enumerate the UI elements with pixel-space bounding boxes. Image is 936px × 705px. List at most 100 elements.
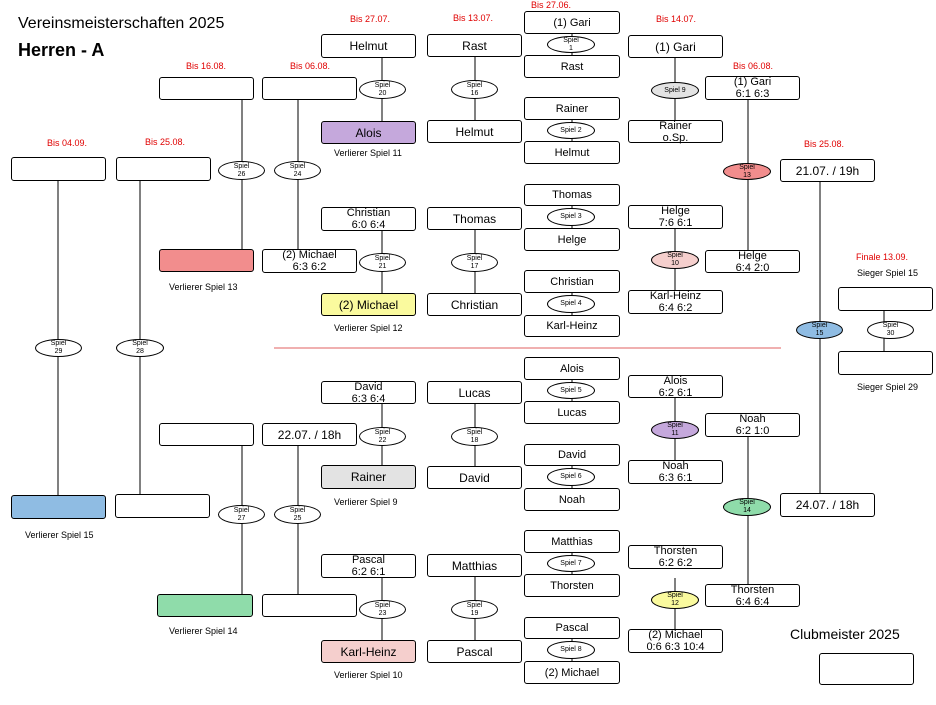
match-box: Rainer o.Sp. [628,120,723,144]
final-label-bottom: Sieger Spiel 29 [857,382,919,392]
match-box: Christian [524,270,620,293]
deadline-round1: Bis 27.06. [531,0,572,10]
game-oval: Spiel 2 [547,122,595,139]
match-box: Karl-Heinz [321,640,416,663]
game-oval: Spiel 19 [451,600,498,619]
game-oval: Spiel 28 [116,339,164,357]
match-box: Helmut [524,141,620,164]
game-oval: Spiel 8 [547,641,595,659]
loser-note: Verlierer Spiel 14 [169,626,238,636]
match-box [159,77,254,100]
game-oval: Spiel 10 [651,251,699,269]
deadline-consolation-d: Bis 16.08. [186,61,227,71]
deadline-consolation-f: Bis 04.09. [47,138,88,148]
game-oval: Spiel 27 [218,505,265,524]
game-oval: Spiel 13 [723,163,771,180]
deadline-consolation-c: Bis 06.08. [290,61,331,71]
match-box: Karl-Heinz 6:4 6:2 [628,290,723,314]
deadline-round3: Bis 06.08. [733,61,774,71]
game-oval: Spiel 18 [451,427,498,446]
game-oval: Spiel 1 [547,36,595,53]
deadline-semifinal: Bis 25.08. [804,139,845,149]
match-box [159,423,254,446]
game-oval: Spiel 25 [274,505,321,524]
loser-note: Verlierer Spiel 13 [169,282,238,292]
match-box: Thomas [524,184,620,206]
match-box: Rainer [321,465,416,489]
champion-box [819,653,914,685]
match-box [159,249,254,272]
match-box: Helmut [321,34,416,58]
game-oval: Spiel 20 [359,80,406,99]
match-box: Noah 6:3 6:1 [628,460,723,484]
game-oval: Spiel 3 [547,208,595,226]
match-box: Helge 7:6 6:1 [628,205,723,229]
match-box: 22.07. / 18h [262,423,357,446]
match-box [116,157,211,181]
match-box: Rainer [524,97,620,120]
match-box: (1) Gari [524,11,620,34]
match-box: Helmut [427,120,522,143]
match-box: Matthias [524,530,620,553]
final-label-top: Sieger Spiel 15 [857,268,919,278]
game-oval: Spiel 22 [359,427,406,446]
game-oval: Spiel 4 [547,295,595,313]
match-box: Lucas [524,401,620,424]
game-oval: Spiel 14 [723,498,771,516]
game-oval: Spiel 6 [547,468,595,486]
match-box: Christian [427,293,522,316]
match-box: Christian 6:0 6:4 [321,207,416,231]
loser-note: Verlierer Spiel 10 [334,670,403,680]
match-box [11,495,106,519]
deadline-consolation-a: Bis 13.07. [453,13,494,23]
match-box: David [524,444,620,466]
game-oval: Spiel 26 [218,161,265,180]
match-box: Helge [524,228,620,251]
champion-label: Clubmeister 2025 [790,626,900,642]
match-box: Lucas [427,381,522,404]
match-box: Noah 6:2 1:0 [705,413,800,437]
match-box: (2) Michael [524,661,620,684]
match-box [11,157,106,181]
game-oval: Spiel 12 [651,591,699,609]
deadline-final: Finale 13.09. [856,252,909,262]
match-box: Rast [524,55,620,78]
match-box: Pascal 6:2 6:1 [321,554,416,578]
game-oval: Spiel 23 [359,600,406,619]
match-box: (2) Michael 6:3 6:2 [262,249,357,273]
deadline-consolation-e: Bis 25.08. [145,137,186,147]
game-oval: Spiel 5 [547,382,595,399]
game-oval: Spiel 29 [35,339,82,357]
match-box [157,594,253,617]
match-box: (1) Gari [628,35,723,58]
match-box: Thorsten [524,574,620,597]
deadline-consolation-b: Bis 27.07. [350,14,391,24]
match-box: (2) Michael [321,293,416,316]
match-box: Thorsten 6:2 6:2 [628,545,723,569]
loser-note: Verlierer Spiel 11 [334,148,402,158]
match-box [838,351,933,375]
match-box: Thomas [427,207,522,230]
match-box: 21.07. / 19h [780,159,875,182]
match-box [838,287,933,311]
match-box: Alois [524,357,620,380]
match-box: 24.07. / 18h [780,493,875,517]
loser-note: Verlierer Spiel 9 [334,497,398,507]
game-oval: Spiel 15 [796,321,843,339]
match-box [262,77,357,100]
match-box: Pascal [524,617,620,639]
draw-name: Herren - A [18,40,105,60]
game-oval: Spiel 30 [867,321,914,339]
match-box: (1) Gari 6:1 6:3 [705,76,800,100]
game-oval: Spiel 21 [359,253,406,272]
deadline-round2: Bis 14.07. [656,14,697,24]
game-oval: Spiel 9 [651,82,699,99]
game-oval: Spiel 16 [451,80,498,99]
match-box: Pascal [427,640,522,663]
match-box: Karl-Heinz [524,315,620,337]
game-oval: Spiel 7 [547,555,595,572]
match-box: Alois 6:2 6:1 [628,375,723,399]
match-box: Matthias [427,554,522,577]
loser-note: Verlierer Spiel 15 [25,530,94,540]
loser-note: Verlierer Spiel 12 [334,323,403,333]
